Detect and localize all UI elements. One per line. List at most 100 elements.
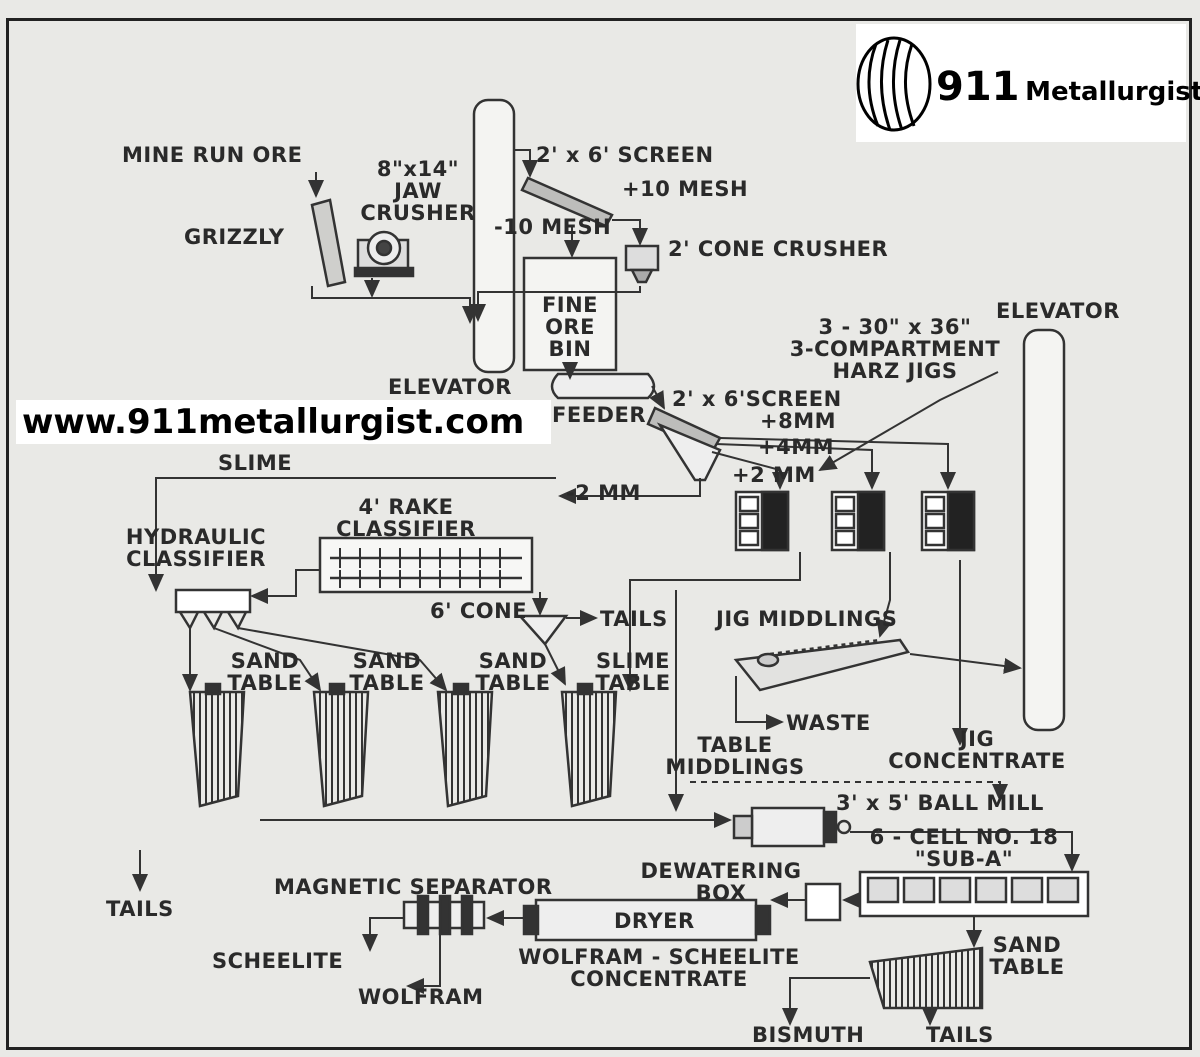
- label-grizzly: GRIZZLY: [184, 225, 285, 249]
- flow-cone-to-slime-table: [544, 643, 566, 686]
- flow-rake-to-hydraulic: [250, 569, 320, 604]
- sub-a-flotation: [858, 870, 1090, 918]
- label-scheelite: SCHEELITE: [212, 949, 344, 973]
- label-slime: SLIME: [218, 451, 293, 475]
- logo-number: 911: [936, 64, 1020, 110]
- hydraulic-classifier: [174, 588, 252, 631]
- label-sub-a: 6 - CELL NO. 18"SUB-A": [869, 825, 1059, 871]
- flow-cone-to-elevator: [470, 286, 641, 322]
- jig-1: [734, 490, 790, 552]
- label-jig-middlings: JIG MIDDLINGS: [716, 607, 898, 631]
- sand-table-3: [436, 682, 494, 808]
- flow-minus-2mm: [558, 478, 701, 504]
- logo: [856, 24, 1186, 142]
- dryer: [522, 898, 772, 942]
- jig-3: [920, 490, 976, 552]
- label-ball-mill: 3' x 5' BALL MILL: [836, 791, 1044, 815]
- jaw-crusher: [353, 230, 415, 278]
- label-wolfram: WOLFRAM: [358, 985, 484, 1009]
- label-middle-screen: 2' x 6'SCREEN: [672, 387, 842, 411]
- flow-table-to-bismuth: [782, 977, 870, 1026]
- flow-ball-mill-to-sub-a: [850, 831, 1080, 872]
- flow-hydraulic-to-table3: [237, 627, 448, 692]
- flow-screen-to-jig3: [719, 437, 956, 490]
- jig-middlings-table: [733, 638, 911, 692]
- flow-feeder-to-screen: [649, 385, 665, 410]
- cone-crusher: [624, 244, 660, 284]
- dewatering-box: [804, 882, 842, 922]
- label-waste: WASTE: [786, 711, 871, 735]
- label-top-screen: 2' x 6' SCREEN: [536, 143, 714, 167]
- label-dryer: DRYER: [614, 909, 695, 933]
- flow-hydraulic-to-table2: [213, 627, 322, 692]
- label-elevator-right: ELEVATOR: [996, 299, 1120, 323]
- sand-table-2: [312, 682, 370, 808]
- logo-sphere-icon: [856, 36, 932, 132]
- label-feeder: FEEDER: [552, 403, 646, 427]
- fine-ore-bin: [522, 256, 618, 372]
- flow-screen-to-cone: [612, 219, 648, 246]
- jig-2: [830, 490, 886, 552]
- label-plus-4mm: +4MM: [758, 435, 835, 459]
- hopper: [656, 422, 722, 482]
- ball-mill: [732, 806, 852, 848]
- website-banner: www.911metallurgist.com: [16, 400, 551, 444]
- flow-elevator-to-screen: [514, 149, 538, 178]
- top-screen: [520, 176, 614, 228]
- logo-word: Metallurgist: [1025, 77, 1200, 107]
- six-foot-cone: [517, 614, 569, 646]
- feeder: [550, 372, 656, 400]
- label-magnetic-separator: MAGNETIC SEPARATOR: [274, 875, 553, 899]
- flow-slime: [148, 477, 556, 592]
- label-plus-2mm: +2 MM: [732, 463, 816, 487]
- label-plus-10-mesh: +10 MESH: [622, 177, 749, 201]
- label-tails-left: TAILS: [106, 897, 174, 921]
- right-elevator: [1022, 328, 1066, 732]
- rake-classifier: [318, 536, 534, 594]
- label-plus-8mm: +8MM: [760, 409, 837, 433]
- label-mine-run-ore: MINE RUN ORE: [122, 143, 303, 167]
- flow-screen-to-jig2: [715, 443, 880, 490]
- label-minus-2mm: -2 MM: [566, 481, 641, 505]
- label-tails-cone: TAILS: [600, 607, 668, 631]
- label-bismuth: BISMUTH: [752, 1023, 865, 1047]
- flow-jig-table-to-elevator: [909, 653, 1022, 674]
- bottom-sand-table: [868, 946, 984, 1010]
- label-cone-crusher: 2' CONE CRUSHER: [668, 237, 889, 261]
- logo-text: 911 Metallurgist: [936, 64, 1200, 110]
- flow-dashed-middlings: [690, 781, 1008, 802]
- flow-jigs-to-middlings: [622, 552, 801, 692]
- diagram-border: [6, 18, 1192, 1050]
- sand-table-1: [188, 682, 246, 808]
- flow-screen-to-jig1: [711, 451, 788, 490]
- flow-grizzly-to-elevator: [311, 286, 478, 324]
- flow-magsep-to-scheelite: [362, 917, 404, 952]
- flow-jig-table-to-waste: [735, 676, 784, 730]
- label-tails-bottom: TAILS: [926, 1023, 994, 1047]
- flow-jigs-to-jig-table: [876, 552, 892, 638]
- flow-magsep-to-wolfram: [406, 934, 441, 994]
- label-six-foot-cone: 6' CONE: [430, 599, 528, 623]
- label-minus-10-mesh: -10 MESH: [494, 215, 612, 239]
- label-elevator-left: ELEVATOR: [388, 375, 512, 399]
- grizzly: [310, 198, 347, 288]
- flow-elevator-to-jigs: [818, 371, 999, 472]
- slime-table: [560, 682, 618, 808]
- magnetic-separator: [402, 894, 486, 936]
